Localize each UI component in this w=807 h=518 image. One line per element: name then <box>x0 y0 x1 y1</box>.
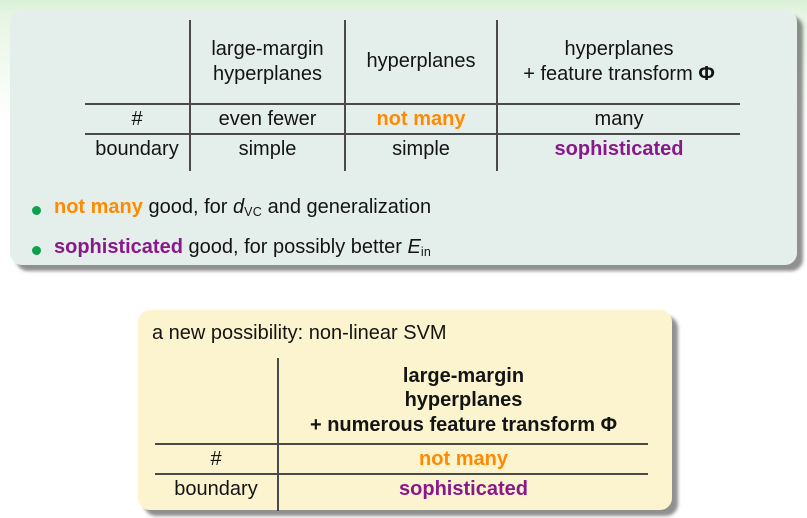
bullet-text: sophisticated good, for possibly better … <box>54 234 431 265</box>
bullet-text-part: and generalization <box>262 196 432 218</box>
bullet-icon <box>32 246 41 255</box>
header-line: hyperplanes <box>366 50 476 73</box>
header-line: hyperplanes <box>213 62 322 85</box>
comparison-header-row: large-margin hyperplanes hyperplanes hyp… <box>85 20 740 104</box>
math-var-dvc: d <box>232 196 245 218</box>
corner-cell <box>85 20 190 104</box>
cell-many: many <box>496 102 740 135</box>
col-header-hyperplanes-feature-transform: hyperplanes + feature transform Φ <box>496 20 740 104</box>
row-label: # <box>155 442 278 475</box>
bullet-sophisticated: sophisticated good, for possibly better … <box>32 234 431 265</box>
comparison-panel: large-margin hyperplanes hyperplanes hyp… <box>10 10 797 265</box>
possibility-header-row: large-margin hyperplanes + numerous feat… <box>155 358 648 444</box>
bullet-text-part: good, for possibly better <box>182 236 408 258</box>
bullet-icon <box>32 206 41 215</box>
header-line: large-margin <box>402 364 525 387</box>
row-label: # <box>85 102 190 135</box>
cell-simple-1: simple <box>189 133 345 171</box>
cell-not-many: not many <box>277 442 648 475</box>
corner-cell <box>155 358 278 444</box>
count-row: # not many <box>155 442 648 475</box>
possibility-table: large-margin hyperplanes + numerous feat… <box>155 358 648 511</box>
cell-simple-2: simple <box>344 133 497 171</box>
cell-sophisticated: sophisticated <box>496 133 740 171</box>
possibility-title: a new possibility: non-linear SVM <box>152 322 447 344</box>
row-label: boundary <box>85 133 190 171</box>
math-subscript: in <box>420 245 432 259</box>
cell-even-fewer: even fewer <box>189 102 345 135</box>
header-line: hyperplanes <box>564 38 674 61</box>
header-line: + numerous feature transform Φ <box>309 413 618 436</box>
math-var-ein: E <box>407 236 421 258</box>
header-line: large-margin <box>211 38 324 61</box>
row-label: boundary <box>155 473 278 511</box>
bullet-text-part: good, for <box>142 196 233 218</box>
boundary-row: boundary sophisticated <box>155 473 648 511</box>
bullet-text: not many good, for dVC and generalizatio… <box>54 194 431 225</box>
highlight-sophisticated: sophisticated <box>54 236 183 258</box>
cell-not-many: not many <box>344 102 497 135</box>
cell-sophisticated: sophisticated <box>277 473 648 511</box>
boundary-row: boundary simple simple sophisticated <box>85 133 740 171</box>
col-header-hyperplanes: hyperplanes <box>344 20 497 104</box>
comparison-table: large-margin hyperplanes hyperplanes hyp… <box>85 20 740 171</box>
header-line: + feature transform Φ <box>504 62 734 86</box>
header-line: hyperplanes <box>404 389 523 412</box>
bullet-not-many: not many good, for dVC and generalizatio… <box>32 194 431 225</box>
highlight-not-many: not many <box>54 196 143 218</box>
count-row: # even fewer not many many <box>85 102 740 135</box>
phi-symbol: Φ <box>698 62 715 85</box>
col-header-nonlinear-svm: large-margin hyperplanes + numerous feat… <box>277 358 648 444</box>
math-subscript: VC <box>244 205 263 219</box>
possibility-panel: a new possibility: non-linear SVM large-… <box>138 310 672 511</box>
col-header-large-margin-hyperplanes: large-margin hyperplanes <box>189 20 345 104</box>
header-line-text: + feature transform <box>523 62 693 85</box>
